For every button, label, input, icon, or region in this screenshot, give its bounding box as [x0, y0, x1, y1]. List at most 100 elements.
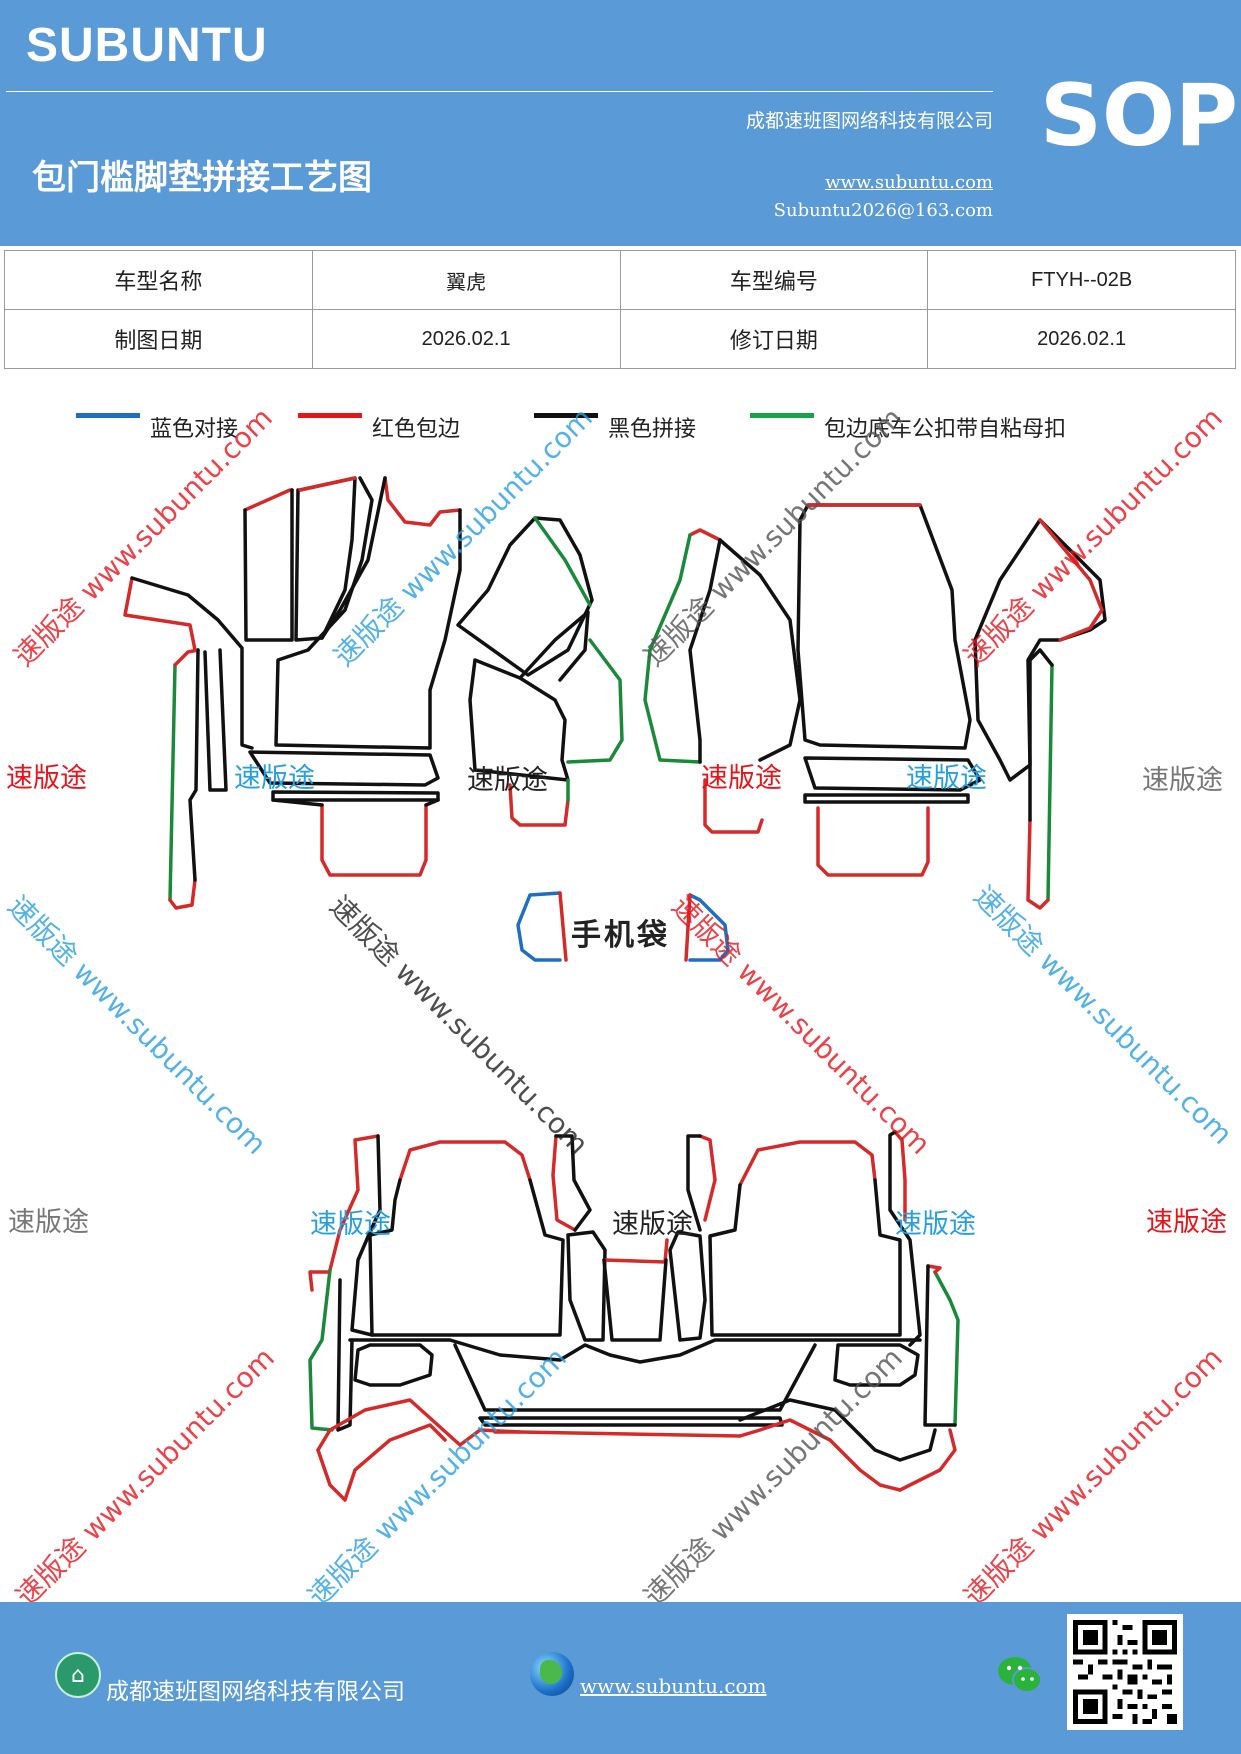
contact-email[interactable]: Subuntu2026@163.com — [773, 200, 993, 221]
mat-seam-black — [294, 476, 357, 642]
mat-edge-red — [320, 803, 428, 877]
phone-bag-outline — [516, 891, 562, 962]
watermark-text: 速版途 — [612, 1209, 693, 1240]
watermark-text: 速版途 — [895, 1209, 976, 1240]
mat-seam-black — [923, 1264, 957, 1427]
mat-edge-green — [1046, 663, 1054, 902]
vehicle-info-table: 车型名称 翼虎 车型编号 FTYH--02B 制图日期 2026.02.1 修订… — [4, 250, 1236, 369]
mat-seam-black — [188, 648, 200, 882]
mat-edge-red — [168, 878, 197, 910]
watermark-text: 速版途 — [906, 763, 987, 794]
mat-seam-black — [708, 1178, 902, 1337]
table-cell-label: 车型编号 — [619, 250, 929, 310]
mat-edge-red — [383, 476, 462, 527]
color-legend: 蓝色对接 红色包边 黑色拼接 包边底车公扣带自粘母扣 — [0, 402, 1241, 442]
mat-edge-green — [168, 663, 177, 902]
brand-logo-text: SUBUNTU — [26, 19, 268, 72]
footer-website-link[interactable]: www.subuntu.com — [580, 1674, 767, 1698]
mat-edge-red — [816, 806, 930, 877]
watermark-diagonal: 速版途 www.subuntu.com — [1, 889, 273, 1161]
watermark-text: 速版途 — [1146, 1207, 1227, 1238]
watermark-diagonal: 速版途 www.subuntu.com — [9, 1341, 281, 1613]
legend-item-blue: 蓝色对接 — [76, 402, 238, 442]
mat-seam-black — [203, 648, 228, 792]
watermark-diagonal: 速版途 www.subuntu.com — [967, 879, 1239, 1151]
legend-label: 包边底车公扣带自粘母扣 — [824, 417, 1067, 442]
mat-seam-black — [566, 1230, 607, 1342]
sop-badge: SOP — [1040, 66, 1239, 166]
mat-edge-red — [298, 476, 357, 492]
legend-label: 红色包边 — [372, 417, 461, 442]
mat-seam-black — [243, 488, 294, 642]
watermark-text: 速版途 — [467, 765, 548, 796]
phone-bag-label: 手机袋 — [571, 918, 670, 953]
mat-edge-red — [602, 1238, 669, 1264]
table-row: 制图日期 2026.02.1 修订日期 2026.02.1 — [4, 309, 1236, 369]
mat-seam-black — [368, 1178, 565, 1337]
watermark-text: 速版途 — [701, 763, 782, 794]
table-cell-value: 2026.02.1 — [311, 309, 621, 369]
mat-edge-green — [308, 1268, 334, 1432]
table-cell-value: 翼虎 — [311, 250, 621, 310]
mat-edge-red — [688, 528, 722, 542]
mat-edge-red — [493, 1430, 742, 1438]
phone-bag-seam — [558, 891, 568, 962]
mat-edge-red — [898, 1428, 957, 1492]
mat-seam-black — [336, 1278, 354, 1432]
watermark-diagonal: 速版途 www.subuntu.com — [637, 1341, 909, 1613]
website-link[interactable]: www.subuntu.com — [825, 172, 993, 193]
mat-edge-red — [243, 488, 294, 512]
table-cell-label: 车型名称 — [4, 250, 313, 310]
mat-seam-black — [1028, 648, 1054, 822]
legend-swatch — [534, 412, 598, 418]
watermark-text: 速版途 — [6, 763, 87, 794]
legend-swatch — [750, 412, 814, 418]
footer-company-name: 成都速班图网络科技有限公司 — [106, 1679, 405, 1705]
mat-seam-black — [796, 503, 972, 750]
mat-edge-red — [1026, 818, 1050, 910]
mat-seam-black — [353, 1343, 434, 1387]
mat-edge-red — [738, 1140, 877, 1187]
table-row: 车型名称 翼虎 车型编号 FTYH--02B — [4, 250, 1236, 310]
watermark-diagonal: 速版途 www.subuntu.com — [665, 889, 937, 1161]
table-cell-label: 修订日期 — [619, 309, 929, 369]
legend-swatch — [76, 412, 140, 418]
mat-seam-black — [348, 1338, 922, 1364]
footer-banner: ⌂ 成都速班图网络科技有限公司 www.subuntu.com — [0, 1602, 1241, 1754]
legend-item-red: 红色包边 — [298, 402, 460, 442]
globe-icon — [530, 1652, 574, 1696]
header-divider — [6, 91, 993, 92]
mat-seam-black — [271, 798, 440, 807]
mat-edge-green — [933, 1270, 960, 1427]
mat-edge-red — [398, 1140, 532, 1182]
legend-item-green: 包边底车公扣带自粘母扣 — [750, 402, 1066, 442]
watermark-text: 速版途 — [234, 763, 315, 794]
mat-edge-red — [698, 1134, 717, 1222]
table-cell-value: 2026.02.1 — [927, 309, 1236, 369]
mat-seam-black — [518, 610, 590, 682]
mat-edge-green — [533, 516, 592, 607]
mat-seam-black — [478, 1416, 784, 1427]
watermark-text: 速版途 — [310, 1209, 391, 1240]
watermark-diagonal: 速版途 www.subuntu.com — [301, 1341, 573, 1613]
table-cell-value: FTYH--02B — [927, 250, 1236, 310]
watermark-diagonal: 速版途 www.subuntu.com — [957, 1341, 1229, 1613]
mat-edge-red — [926, 1264, 942, 1274]
page-title: 包门槛脚垫拼接工艺图 — [32, 158, 372, 198]
qr-code — [1067, 1614, 1183, 1730]
watermark-text: 速版途 — [1142, 765, 1223, 796]
mat-seam-black — [602, 1258, 668, 1342]
wechat-icon — [998, 1657, 1042, 1693]
watermark-text: 速版途 — [8, 1207, 89, 1238]
mat-seam-black — [803, 793, 970, 804]
mat-seam-black — [130, 576, 254, 750]
company-name: 成都速班图网络科技有限公司 — [745, 110, 993, 132]
legend-item-black: 黑色拼接 — [534, 402, 696, 442]
mat-edge-red — [173, 648, 200, 667]
table-cell-label: 制图日期 — [4, 309, 313, 369]
legend-swatch — [298, 412, 362, 418]
home-icon: ⌂ — [55, 1652, 101, 1698]
watermark-diagonal: 速版途 www.subuntu.com — [323, 889, 595, 1161]
header-banner: SUBUNTU 成都速班图网络科技有限公司 包门槛脚垫拼接工艺图 www.sub… — [0, 0, 1241, 246]
mat-edge-green — [566, 638, 624, 764]
